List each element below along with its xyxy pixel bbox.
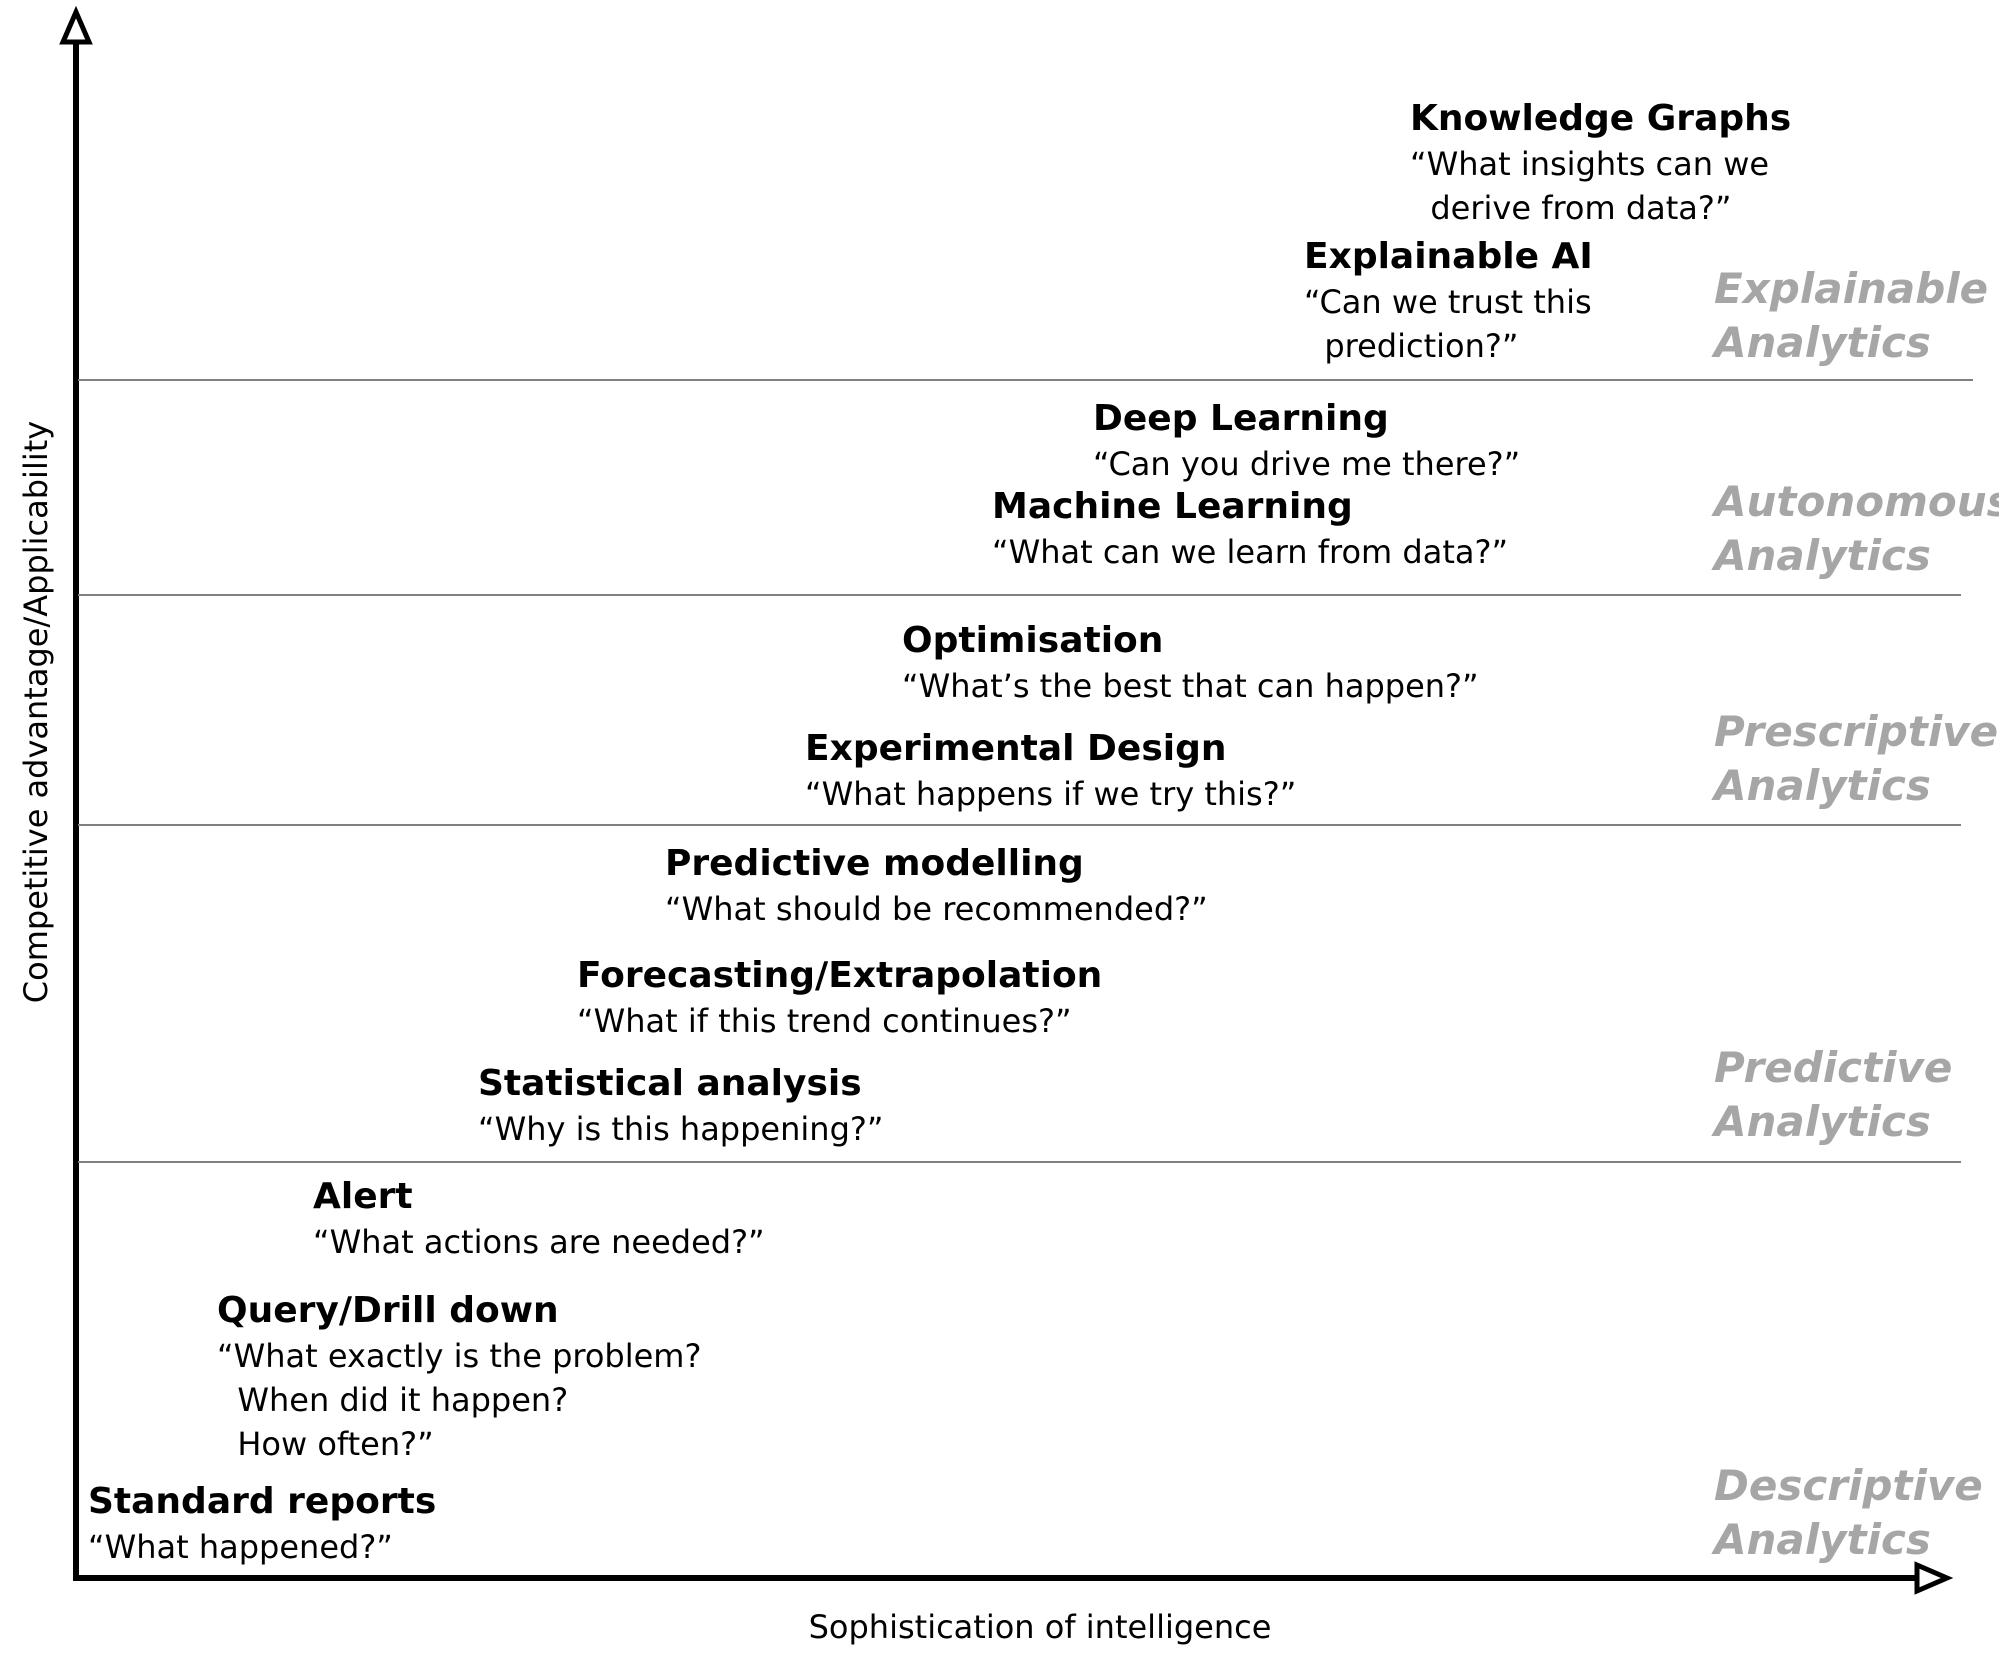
item-question: “What insights can we derive from data?” <box>1410 145 1770 227</box>
item-title: Standard reports <box>88 1481 437 1522</box>
item-query-drill-down: Query/Drill down “What exactly is the pr… <box>217 1288 701 1466</box>
band-label-explainable: Explainable Analytics <box>1714 262 1988 370</box>
item-title: Deep Learning <box>1093 398 1389 439</box>
band-label-line2: Analytics <box>1714 761 1931 810</box>
item-question: “What actions are needed?” <box>313 1223 765 1261</box>
band-label-line1: Descriptive <box>1714 1461 1983 1510</box>
band-label-line2: Analytics <box>1714 318 1931 367</box>
item-title: Statistical analysis <box>478 1063 862 1104</box>
item-question: “What happens if we try this?” <box>805 775 1297 813</box>
y-axis-arrowhead <box>59 5 93 45</box>
item-knowledge-graphs: Knowledge Graphs “What insights can we d… <box>1410 96 1791 230</box>
item-title: Experimental Design <box>805 728 1227 769</box>
item-question: “What happened?” <box>88 1528 393 1566</box>
y-axis-label: Competitive advantage/Applicability <box>17 420 55 1004</box>
item-optimisation: Optimisation “What’s the best that can h… <box>902 618 1479 708</box>
item-standard-reports: Standard reports “What happened?” <box>88 1479 436 1569</box>
item-title: Optimisation <box>902 620 1164 661</box>
item-deep-learning: Deep Learning “Can you drive me there?” <box>1093 396 1520 486</box>
item-title: Knowledge Graphs <box>1410 98 1792 139</box>
item-explainable-ai: Explainable AI “Can we trust this predic… <box>1304 234 1593 368</box>
item-alert: Alert “What actions are needed?” <box>313 1174 765 1264</box>
item-predictive-modelling: Predictive modelling “What should be rec… <box>665 841 1208 931</box>
item-title: Predictive modelling <box>665 843 1084 884</box>
band-label-line1: Prescriptive <box>1714 707 1999 756</box>
band-label-autonomous: Autonomous Analytics <box>1714 475 1999 583</box>
item-title: Alert <box>313 1176 413 1217</box>
item-title: Machine Learning <box>992 486 1353 527</box>
item-statistical-analysis: Statistical analysis “Why is this happen… <box>478 1061 883 1151</box>
item-question: “What can we learn from data?” <box>992 533 1509 571</box>
item-title: Forecasting/Extrapolation <box>577 955 1103 996</box>
band-label-predictive: Predictive Analytics <box>1714 1041 1952 1149</box>
band-label-line1: Autonomous <box>1714 477 1999 526</box>
item-question: “What exactly is the problem? When did i… <box>217 1337 702 1463</box>
x-axis-arrowhead <box>1914 1561 1954 1595</box>
item-experimental-design: Experimental Design “What happens if we … <box>805 726 1296 816</box>
x-axis-label: Sophistication of intelligence <box>808 1608 1272 1646</box>
item-forecasting-extrapolation: Forecasting/Extrapolation “What if this … <box>577 953 1102 1043</box>
item-question: “Why is this happening?” <box>478 1110 884 1148</box>
band-label-line2: Analytics <box>1714 531 1931 580</box>
item-question: “What’s the best that can happen?” <box>902 667 1479 705</box>
band-label-descriptive: Descriptive Analytics <box>1714 1459 1983 1567</box>
band-label-line2: Analytics <box>1714 1515 1931 1564</box>
band-label-line1: Predictive <box>1714 1043 1953 1092</box>
item-question: “Can we trust this prediction?” <box>1304 283 1592 365</box>
item-question: “What if this trend continues?” <box>577 1002 1072 1040</box>
band-label-line1: Explainable <box>1714 264 1989 313</box>
item-machine-learning: Machine Learning “What can we learn from… <box>992 484 1508 574</box>
item-question: “What should be recommended?” <box>665 890 1208 928</box>
item-title: Explainable AI <box>1304 236 1593 277</box>
band-label-prescriptive: Prescriptive Analytics <box>1714 705 1998 813</box>
item-title: Query/Drill down <box>217 1290 559 1331</box>
band-label-line2: Analytics <box>1714 1097 1931 1146</box>
item-question: “Can you drive me there?” <box>1093 445 1521 483</box>
